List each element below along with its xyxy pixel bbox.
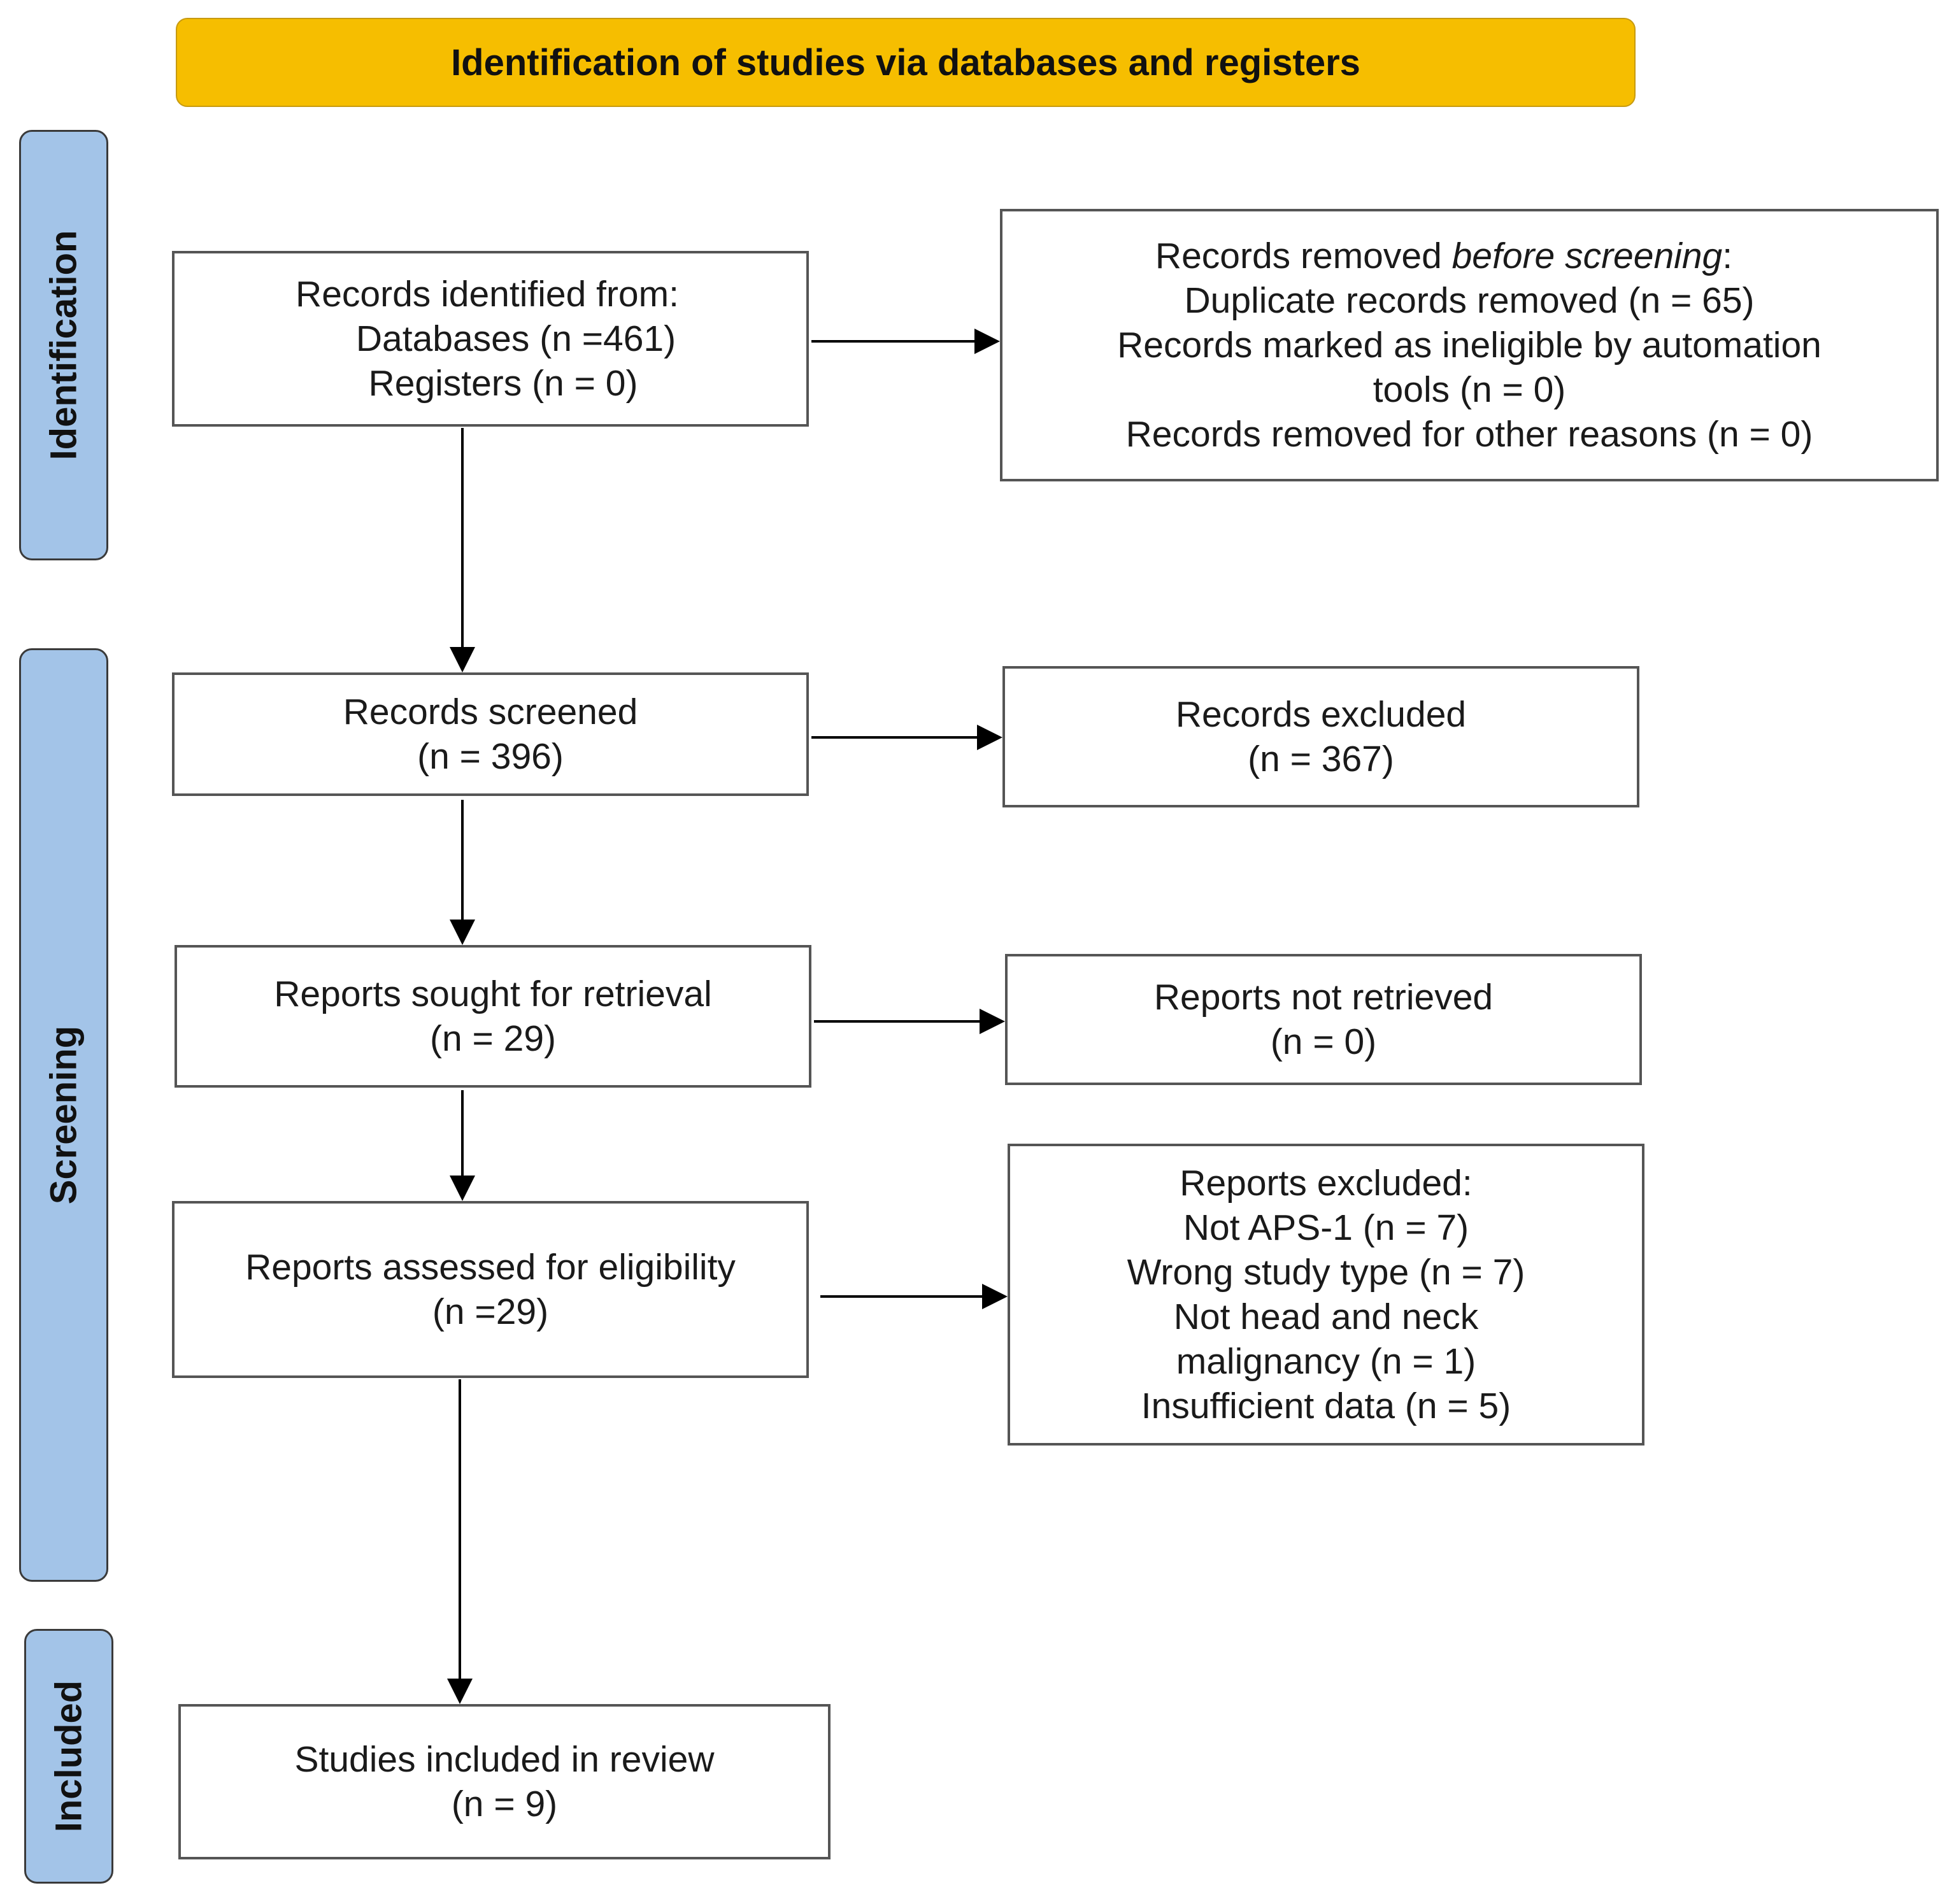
- phase-included: Included: [24, 1629, 113, 1884]
- reports-excluded-wrong-type: Wrong study type (n = 7): [1127, 1252, 1525, 1293]
- reports-excluded-heading: Reports excluded:: [1180, 1163, 1473, 1204]
- records-excluded-box: Records excluded (n = 367): [1002, 666, 1639, 807]
- reports-assessed-count: (n =29): [432, 1291, 549, 1332]
- reports-excluded-not-aps1: Not APS-1 (n = 7): [1183, 1207, 1469, 1248]
- reports-excluded-not-head-neck: Not head and neck: [1173, 1297, 1479, 1337]
- records-excluded-label: Records excluded: [1175, 694, 1467, 735]
- reports-sought-box: Reports sought for retrieval (n = 29): [175, 945, 811, 1088]
- records-removed-automation: Records marked as ineligible by automati…: [1117, 325, 1822, 366]
- reports-excluded-malignancy: malignancy (n = 1): [1176, 1341, 1476, 1382]
- reports-not-retrieved-count: (n = 0): [1270, 1021, 1377, 1062]
- records-removed-other: Records removed for other reasons (n = 0…: [1125, 414, 1813, 455]
- records-removed-duplicates: Duplicate records removed (n = 65): [1184, 280, 1755, 321]
- reports-not-retrieved-box: Reports not retrieved (n = 0): [1005, 954, 1642, 1085]
- records-removed-automation-count: tools (n = 0): [1373, 369, 1566, 410]
- records-removed-heading-suffix: :: [1722, 236, 1733, 276]
- records-identified-box: Records identified from: Databases (n =4…: [172, 251, 809, 427]
- records-screened-label: Records screened: [343, 692, 638, 732]
- reports-sought-count: (n = 29): [429, 1018, 557, 1059]
- header-title: Identification of studies via databases …: [451, 41, 1360, 83]
- reports-not-retrieved-label: Reports not retrieved: [1153, 977, 1494, 1018]
- records-identified-registers: Registers (n = 0): [368, 363, 638, 404]
- records-removed-heading: Records removed before screening:: [1155, 234, 1732, 278]
- reports-excluded-insufficient: Insufficient data (n = 5): [1141, 1386, 1511, 1426]
- records-removed-heading-prefix: Records removed: [1155, 236, 1452, 276]
- phase-identification: Identification: [19, 130, 108, 560]
- reports-assessed-box: Reports assessed for eligibility (n =29): [172, 1201, 809, 1378]
- records-screened-box: Records screened (n = 396): [172, 672, 809, 796]
- reports-assessed-label: Reports assessed for eligibility: [245, 1247, 736, 1288]
- records-identified-heading: Records identified from:: [296, 274, 679, 315]
- phase-screening: Screening: [19, 648, 108, 1582]
- records-removed-heading-italic: before screening: [1451, 236, 1723, 276]
- reports-sought-label: Reports sought for retrieval: [274, 974, 712, 1014]
- records-excluded-count: (n = 367): [1248, 739, 1394, 779]
- reports-excluded-box: Reports excluded: Not APS-1 (n = 7) Wron…: [1008, 1144, 1644, 1446]
- records-removed-box: Records removed before screening: Duplic…: [1000, 209, 1939, 481]
- studies-included-label: Studies included in review: [294, 1739, 715, 1780]
- records-screened-count: (n = 396): [417, 736, 564, 777]
- studies-included-count: (n = 9): [451, 1784, 558, 1824]
- records-identified-databases: Databases (n =461): [355, 318, 676, 359]
- header-banner: Identification of studies via databases …: [176, 18, 1636, 107]
- studies-included-box: Studies included in review (n = 9): [178, 1704, 831, 1859]
